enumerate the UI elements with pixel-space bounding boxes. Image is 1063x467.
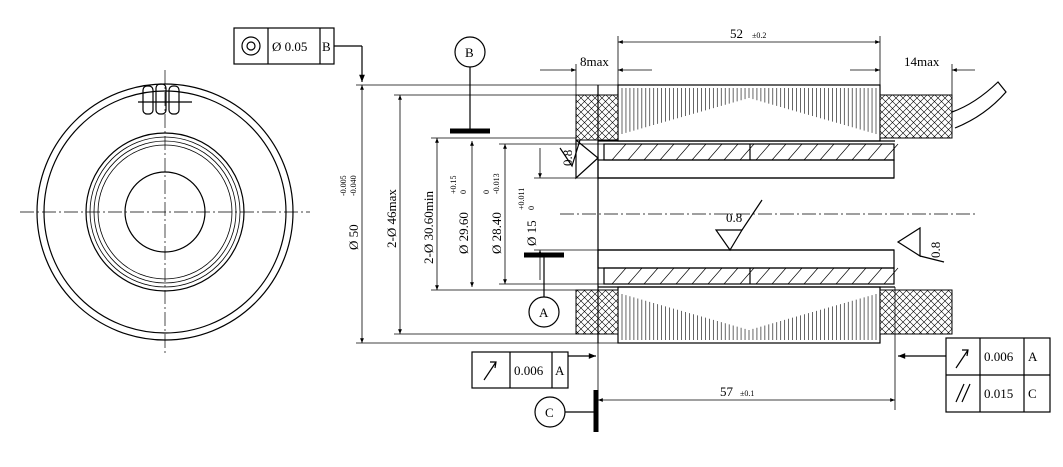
datum-c: C (534, 390, 599, 432)
dimension-lines (356, 36, 975, 410)
lead-wires-icon (138, 83, 192, 115)
dim-dia-50-upper: -0.005 (339, 175, 348, 196)
svg-text:A: A (1028, 349, 1038, 364)
datum-a: A (524, 252, 564, 328)
end-view (20, 70, 310, 355)
runout-icon-right (955, 349, 969, 369)
dim-52: 52 (730, 26, 743, 41)
svg-text:B: B (322, 39, 331, 54)
dim-dia-28-40: Ø 28.40 (489, 212, 504, 254)
surface-finish-right: 0.8 (896, 226, 945, 263)
dim-57: 57 (720, 384, 734, 399)
svg-text:0.8: 0.8 (928, 242, 943, 258)
svg-text:0.006: 0.006 (984, 349, 1014, 364)
svg-text:Ø 0.05: Ø 0.05 (272, 39, 307, 54)
dim-52-tol: ±0.2 (752, 31, 766, 40)
dim-dia-15-upper: +0.011 (517, 188, 526, 210)
frame-runout-left: 0.006 A (471, 351, 597, 389)
frame-concentricity: Ø 0.05 B (233, 27, 365, 82)
dim-dia-30-60: 2-Ø 30.60min (421, 191, 436, 264)
chamfer (575, 138, 599, 180)
rotor-hatch (611, 143, 899, 285)
end-winding-tr (879, 94, 953, 139)
end-winding-bl (575, 289, 619, 335)
end-winding-tl (575, 94, 619, 141)
lead-cable (951, 81, 1007, 129)
dim-8max: 8max (580, 54, 609, 69)
svg-text:0.015: 0.015 (984, 386, 1013, 401)
svg-text:B: B (465, 45, 474, 60)
winding-top (621, 88, 877, 134)
dim-dia-29-60: Ø 29.60 (456, 212, 471, 254)
svg-text:0.006: 0.006 (514, 363, 544, 378)
surface-finish-bore: 0.8 (714, 199, 763, 252)
concentricity-icon (241, 36, 261, 56)
section-view (560, 81, 1007, 344)
winding-bottom (621, 294, 877, 340)
dim-dia-50: Ø 50 (346, 224, 361, 250)
dim-14max: 14max (904, 54, 940, 69)
svg-text:A: A (555, 363, 565, 378)
frame-right: 0.006 A 0.015 C (897, 337, 1051, 413)
datum-b: B (450, 36, 490, 134)
dim-dia-29-60-lower: 0 (459, 190, 468, 194)
dim-dia-15-lower: 0 (527, 206, 536, 210)
svg-text:0.8: 0.8 (726, 210, 742, 225)
surface-finish-top-left: 0.8 (559, 139, 581, 168)
parallelism-icon (955, 383, 971, 403)
runout-icon (483, 361, 497, 381)
svg-text:C: C (545, 405, 554, 420)
svg-text:0.8: 0.8 (560, 150, 575, 166)
dim-dia-50-lower: -0.040 (349, 175, 358, 196)
dim-dia-46: 2-Ø 46max (384, 189, 399, 248)
dim-57-tol: ±0.1 (740, 389, 754, 398)
dim-dia-29-60-upper: +0.15 (449, 175, 458, 194)
dim-dia-28-40-lower: -0.013 (492, 173, 501, 194)
svg-text:C: C (1028, 386, 1037, 401)
dim-dia-15: Ø 15 (524, 220, 539, 246)
end-winding-br (879, 289, 953, 335)
dim-dia-28-40-upper: 0 (482, 190, 491, 194)
svg-text:A: A (539, 305, 549, 320)
